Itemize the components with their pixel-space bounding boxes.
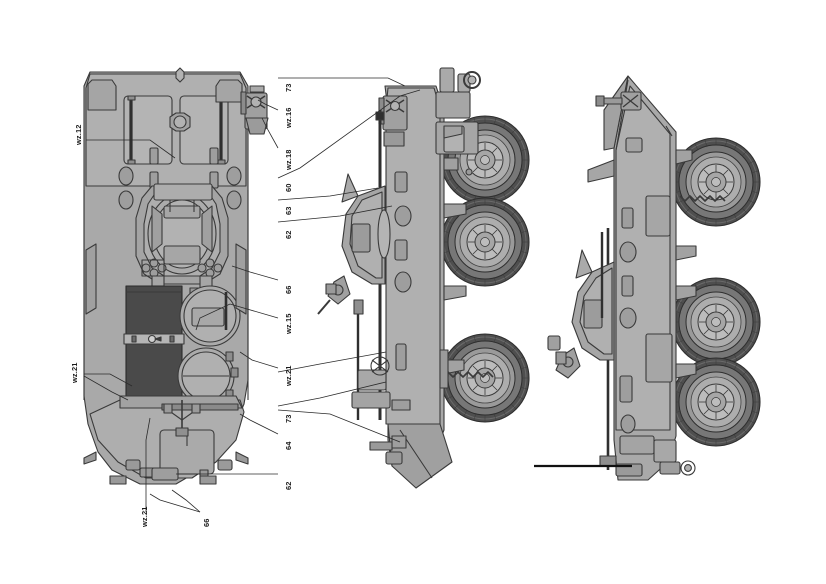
- label-wz16: wz.16: [284, 107, 293, 128]
- side-right-front-fittings: [587, 91, 643, 183]
- plan-sensor-cluster: [240, 85, 269, 135]
- label-wz12: wz.12: [74, 124, 83, 145]
- leader-line-wz21-r2: [277, 351, 387, 373]
- label-wz21-left: wz.21: [70, 362, 79, 383]
- leader-line-66-bot: [171, 489, 201, 513]
- leader-line-wz18: [261, 117, 279, 149]
- leader-line-wz21-l2: [83, 375, 129, 401]
- side-view-right: [547, 75, 761, 481]
- leader-line-wz16: [257, 99, 279, 111]
- plan-view: [83, 67, 269, 485]
- leader-lines-group: [83, 77, 421, 513]
- label-wz21-right: wz.21: [284, 365, 293, 386]
- label-73-top: 73: [284, 83, 293, 92]
- side-right-turret: [547, 249, 615, 379]
- label-66-bottom: 66: [202, 518, 211, 527]
- leader-line-73-low2: [277, 409, 401, 443]
- side-view-left: [317, 67, 530, 489]
- leader-line-73-low: [277, 381, 387, 407]
- label-wz21-bottom: wz.21: [140, 506, 149, 527]
- leader-line-66-top: [231, 265, 279, 281]
- label-wz18: wz.18: [284, 149, 293, 170]
- label-60: 60: [284, 183, 293, 192]
- leader-line-66-bot2: [149, 493, 201, 513]
- label-62-low: 62: [284, 481, 293, 490]
- leader-line-wz21-l: [84, 373, 133, 387]
- plan-bin-lower: [125, 341, 183, 403]
- label-73-low: 73: [284, 414, 293, 423]
- label-63: 63: [284, 206, 293, 215]
- leader-line-60: [277, 89, 421, 179]
- side-left-turret: [317, 173, 391, 315]
- plan-bin-upper: [125, 285, 183, 335]
- leader-line-64: [239, 413, 279, 435]
- leader-line-wz21-r: [239, 351, 279, 369]
- leader-line-63: [277, 187, 379, 201]
- label-62-top: 62: [284, 230, 293, 239]
- plan-left-skirt: [85, 243, 97, 315]
- leader-line-wz15: [195, 303, 279, 331]
- label-64: 64: [284, 441, 293, 450]
- plan-right-skirt: [235, 243, 247, 315]
- leader-line-62-top: [277, 205, 393, 223]
- leader-line-73-top: [278, 77, 406, 87]
- leader-line-wz12: [86, 139, 176, 159]
- plan-rear-fitting: [163, 400, 201, 437]
- side-left-sensor-cluster: [378, 95, 408, 147]
- leader-line-wz21-bot: [145, 417, 151, 512]
- label-66-top: 66: [284, 285, 293, 294]
- label-wz15: wz.15: [284, 313, 293, 334]
